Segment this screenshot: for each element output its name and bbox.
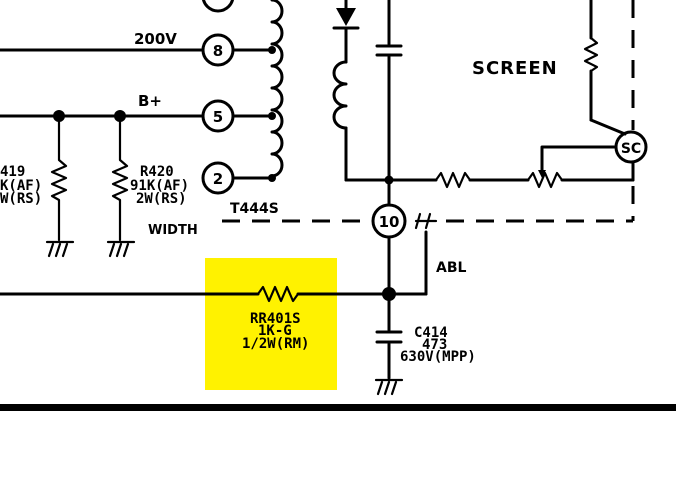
potentiometer bbox=[526, 171, 564, 189]
label-width: WIDTH bbox=[148, 223, 198, 238]
label-rr401s-line1: RR401S bbox=[250, 311, 301, 327]
label-bplus: B+ bbox=[138, 92, 162, 110]
highlight-box bbox=[205, 258, 337, 390]
resistor-rr401s bbox=[256, 285, 300, 303]
label-r419-line3: W(RS) bbox=[0, 191, 42, 207]
wiper-wire bbox=[540, 145, 618, 174]
transformer-coil bbox=[270, 0, 284, 178]
label-abl: ABL bbox=[436, 260, 467, 276]
label-screen: SCREEN bbox=[472, 58, 558, 79]
resistor-r420 bbox=[111, 114, 129, 242]
junction-dot bbox=[382, 287, 396, 301]
ground-symbol bbox=[45, 240, 75, 258]
resistor-r419 bbox=[50, 114, 68, 242]
resistor-horizontal bbox=[434, 171, 472, 189]
label-r420-line3: 2W(RS) bbox=[136, 191, 187, 207]
wiper-arrow bbox=[538, 170, 546, 178]
label-r419-line1: 419 bbox=[0, 164, 25, 180]
label-r420-line1: R420 bbox=[140, 164, 174, 180]
label-200v: 200V bbox=[134, 30, 177, 48]
label-c414-line3: 630V(MPP) bbox=[400, 349, 476, 365]
label-r419-line2: K(AF) bbox=[0, 178, 42, 194]
label-r420-line2: 91K(AF) bbox=[130, 178, 189, 194]
label-sc: SC bbox=[621, 141, 641, 157]
diode-symbol bbox=[336, 8, 356, 26]
pin-top bbox=[201, 0, 235, 13]
pin-sc bbox=[614, 130, 648, 164]
junction-dot bbox=[268, 112, 276, 120]
label-pin-10: 10 bbox=[379, 213, 400, 231]
bottom-border bbox=[0, 404, 676, 411]
ground-symbol bbox=[374, 378, 404, 396]
label-transformer: T444S bbox=[230, 201, 279, 217]
resistor-screen bbox=[583, 36, 599, 73]
jumper-mark bbox=[414, 212, 438, 230]
label-rr401s-line3: 1/2W(RM) bbox=[242, 336, 309, 352]
label-pin-8: 8 bbox=[213, 42, 223, 60]
label-rr401s-line2: 1K-G bbox=[258, 323, 292, 339]
junction-dot bbox=[268, 46, 276, 54]
inductor-coil bbox=[332, 60, 348, 130]
label-c414-line2: 473 bbox=[422, 337, 447, 353]
junction-dot bbox=[384, 175, 394, 185]
wire bbox=[589, 118, 627, 136]
label-c414-line1: C414 bbox=[414, 325, 448, 341]
label-pin-2: 2 bbox=[213, 170, 223, 188]
ground-symbol bbox=[106, 240, 136, 258]
label-pin-5: 5 bbox=[213, 108, 223, 126]
